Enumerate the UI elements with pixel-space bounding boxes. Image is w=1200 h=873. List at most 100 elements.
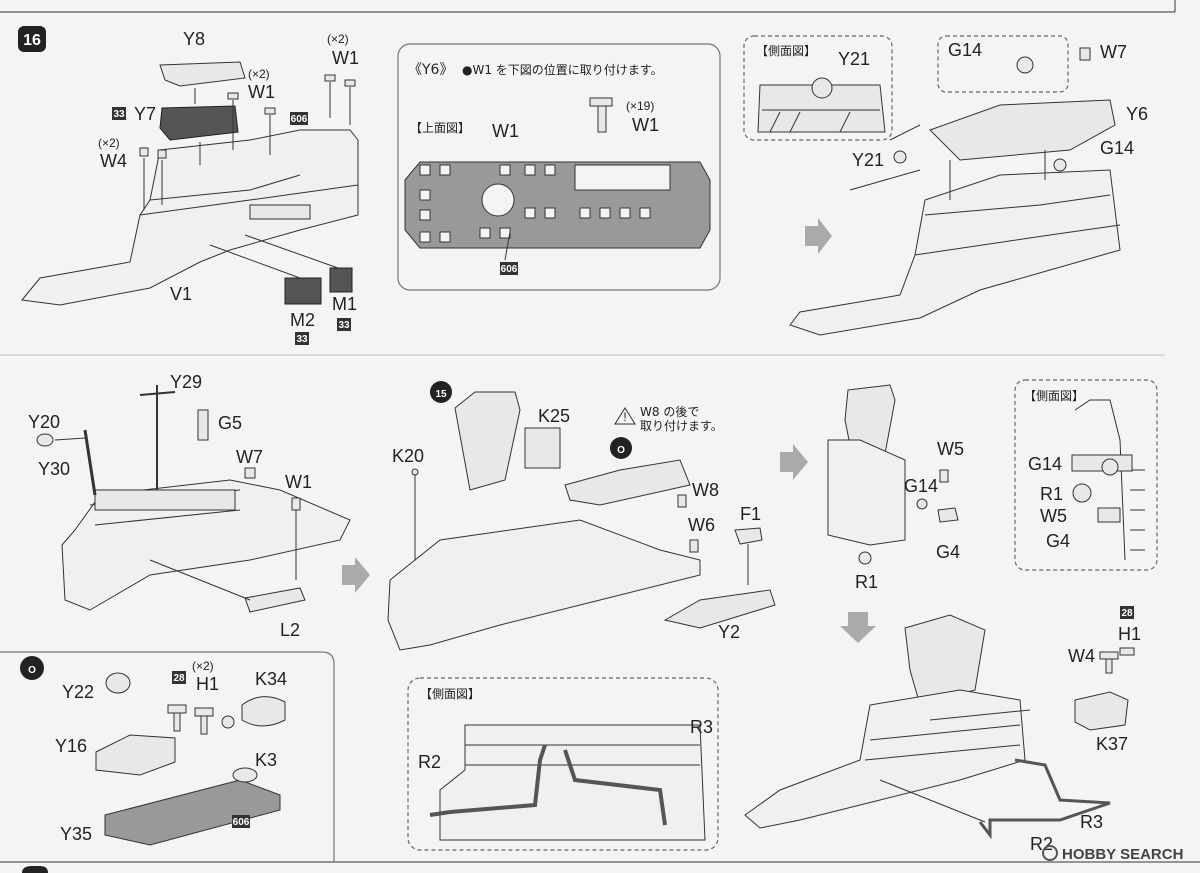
label-r2-b: R2 (1030, 834, 1053, 854)
sub-o-badge-b (20, 656, 44, 680)
label-h1-b: H1 (1118, 624, 1141, 644)
side-view-3-label: 【側面図】 (420, 687, 480, 701)
label-y21-b: Y21 (852, 150, 884, 170)
label-y22: Y22 (62, 682, 94, 702)
w8-warning-line1: W8 の後で (640, 405, 699, 419)
label-w5-b: W5 (1040, 506, 1067, 526)
top-view-pin-markers (419, 164, 651, 243)
svg-text:28: 28 (1121, 608, 1133, 619)
label-y20: Y20 (28, 412, 60, 432)
part-platform (564, 459, 691, 506)
label-k3: K3 (255, 750, 277, 770)
label-r1-a: R1 (855, 572, 878, 592)
label-y30: Y30 (38, 459, 70, 479)
svg-text:O: O (617, 445, 625, 456)
part-funnel (454, 391, 521, 491)
part-y6 (929, 99, 1116, 161)
part-y30 (83, 429, 97, 496)
label-g4-a: G4 (936, 542, 960, 562)
flow-arrow-right-2 (342, 557, 370, 593)
label-h1-count: (×2) (192, 659, 214, 673)
part-f1 (734, 527, 763, 545)
label-w4-b: W4 (1068, 646, 1095, 666)
label-w8: W8 (692, 480, 719, 500)
assembly-k25-group: 15 O ! W8 の後で 取り付けます。 K25 K20 W8 W6 F1 Y… (387, 381, 776, 651)
sub-o-badge-a (610, 437, 632, 459)
label-y21-a: Y21 (838, 49, 870, 69)
superstructure-mid (387, 519, 701, 651)
step-15-badge (430, 381, 452, 403)
svg-text:15: 15 (435, 389, 447, 400)
g14-detail-panel (937, 35, 1069, 93)
part-y20 (36, 433, 54, 447)
part-y21 (893, 150, 907, 164)
label-w1-top-view: W1 (492, 121, 519, 141)
part-h1-w4-final (1099, 647, 1135, 674)
y6-note: ●W1 を下図の位置に取り付けます。 (462, 62, 663, 77)
label-g14-c: G14 (904, 476, 938, 496)
step-16-assembled: Y6 Y21 G14 (789, 99, 1148, 336)
label-y29: Y29 (170, 372, 202, 392)
part-l2 (244, 587, 306, 613)
part-w7 (1079, 47, 1091, 61)
y6-title: 《Y6》 (408, 62, 453, 78)
superstructure-right-mid (827, 439, 906, 546)
top-view-label: 【上面図】 (410, 121, 470, 135)
watermark: HOBBY SEARCH (1042, 845, 1183, 863)
label-w7-b: W7 (236, 447, 263, 467)
svg-text:606: 606 (501, 264, 518, 275)
step-16-number: 16 (23, 32, 41, 49)
label-k37: K37 (1096, 734, 1128, 754)
label-v1: V1 (170, 284, 192, 304)
label-f1: F1 (740, 504, 761, 524)
assembly-funnel-right: W5 G14 G4 R1 (827, 384, 964, 592)
part-y7 (159, 105, 239, 141)
part-k25 (524, 427, 561, 469)
part-g14-detail (1016, 56, 1034, 74)
w8-warning-line2: 取り付けます。 (640, 419, 723, 433)
label-g5: G5 (218, 413, 242, 433)
part-h1-pair (167, 704, 214, 735)
label-w1-right: W1 (632, 115, 659, 135)
part-w1-b (291, 497, 301, 511)
step-16-badge (18, 26, 46, 52)
svg-text:33: 33 (338, 320, 350, 331)
part-r3-line (563, 749, 667, 826)
svg-text:606: 606 (233, 817, 250, 828)
part-y8 (159, 61, 246, 87)
label-g4-b: G4 (1046, 531, 1070, 551)
side-view-panel-3: 【側面図】 R2 R3 (407, 677, 719, 851)
label-r3: R3 (690, 717, 713, 737)
part-r1-b (1072, 483, 1092, 503)
label-w6: W6 (688, 515, 715, 535)
pin-w1-sample (589, 97, 613, 133)
part-m2 (284, 277, 322, 305)
part-y16 (95, 734, 176, 776)
window-row (249, 204, 311, 220)
label-k34: K34 (255, 669, 287, 689)
color-badge-33-y7 (112, 107, 126, 120)
part-w8 (677, 494, 687, 508)
watermark-text: HOBBY SEARCH (1062, 846, 1183, 863)
part-w7-b (244, 467, 256, 479)
label-g14-d: G14 (1028, 454, 1062, 474)
watermark-logo-icon (1042, 845, 1058, 861)
svg-text:!: ! (623, 410, 626, 424)
part-w5-g4 (1097, 507, 1121, 523)
label-w5-a: W5 (937, 439, 964, 459)
label-y2: Y2 (718, 622, 740, 642)
label-h1: H1 (196, 674, 219, 694)
superstructure-assembled (789, 169, 1121, 336)
part-w5-a (939, 469, 949, 483)
superstructure-v1 (21, 129, 359, 306)
part-y21-side (811, 77, 833, 99)
part-g14 (1053, 158, 1067, 172)
label-w1-mid: W1 (248, 82, 275, 102)
flow-arrow-right-3 (780, 444, 808, 480)
part-r3-final (978, 758, 1111, 840)
y6-detail-panel: 《Y6》 ●W1 を下図の位置に取り付けます。 (×19) W1 【上面図】 W… (397, 43, 721, 291)
part-m1 (329, 267, 353, 293)
color-badge-28-h1 (172, 671, 186, 684)
label-r2: R2 (418, 752, 441, 772)
